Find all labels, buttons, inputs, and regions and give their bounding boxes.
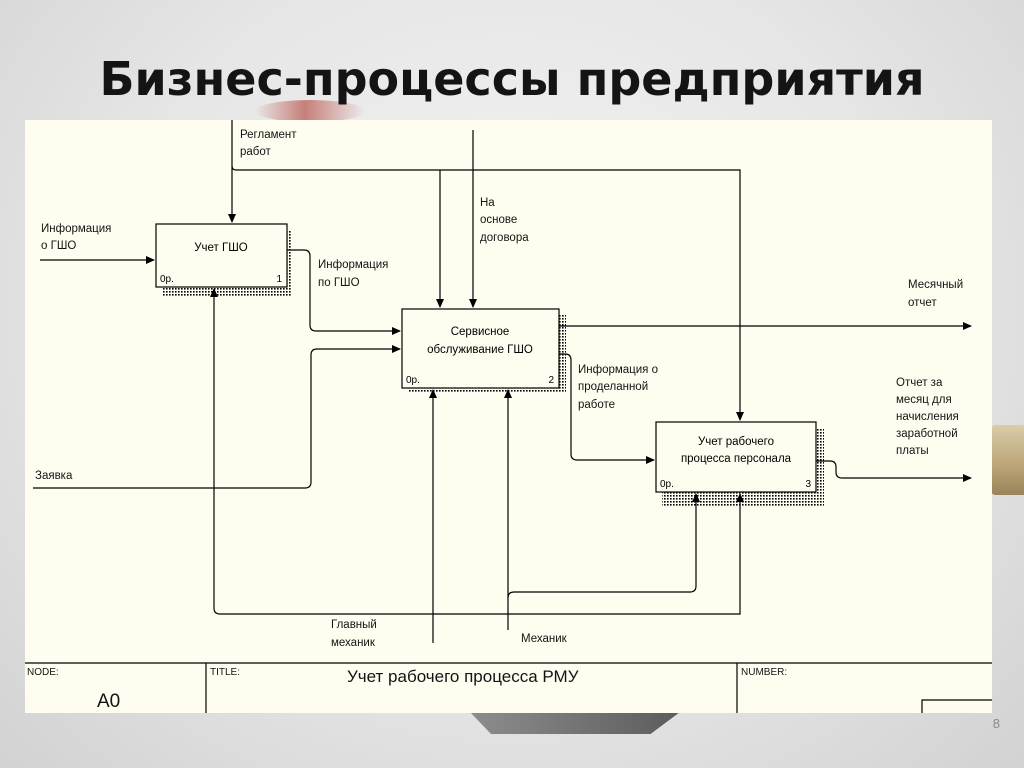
frame-number-label: NUMBER: xyxy=(741,667,787,678)
page-number: 8 xyxy=(992,716,1000,731)
label-salary-report: месяц для xyxy=(896,394,952,406)
box-label: Сервисное xyxy=(451,326,510,338)
label-chief-mechanic: Главный xyxy=(331,619,377,631)
box-service-gsho: Сервисное обслуживание ГШО 0р. 2 xyxy=(401,308,560,389)
box-number: 3 xyxy=(805,479,811,490)
box-label: Учет ГШО xyxy=(194,242,248,254)
box-uchet-gsho: Учет ГШО 0р. 1 xyxy=(155,223,288,288)
label-salary-report: платы xyxy=(896,445,929,457)
label-monthly: Месячный xyxy=(908,279,963,291)
label-work-info: работе xyxy=(578,399,615,411)
frame-node-value: A0 xyxy=(97,691,120,712)
box-number: 2 xyxy=(548,375,554,386)
decorative-red-shape xyxy=(255,100,365,122)
label-work-info: Информация о xyxy=(578,364,658,376)
frame-title-value: Учет рабочего процесса РМУ xyxy=(347,667,579,686)
label-request: Заявка xyxy=(35,470,73,482)
box-node: 0р. xyxy=(160,274,174,285)
label-salary-report: заработной xyxy=(896,428,958,440)
label-reglament: Регламент xyxy=(240,129,297,141)
decorative-object xyxy=(990,425,1024,495)
box-label: обслуживание ГШО xyxy=(427,344,533,356)
box-label: Учет рабочего xyxy=(698,436,774,448)
decorative-base xyxy=(470,712,680,734)
label-info-in: о ГШО xyxy=(41,240,76,252)
frame-title-label: TITLE: xyxy=(210,667,240,678)
box-number: 1 xyxy=(276,274,282,285)
label-work-info: проделанной xyxy=(578,381,648,393)
label-monthly: отчет xyxy=(908,297,937,309)
arrow-heads xyxy=(146,214,972,502)
label-salary-report: начисления xyxy=(896,411,959,423)
box-label: процесса персонала xyxy=(681,453,792,465)
diagram-canvas: Учет ГШО 0р. 1 Сервисное обслуживание ГШ… xyxy=(25,120,992,713)
label-reglament: работ xyxy=(240,146,272,158)
label-dogovor: договора xyxy=(480,232,529,244)
label-info-out: Информация xyxy=(318,259,388,271)
label-dogovor: На xyxy=(480,197,495,209)
label-info-out: по ГШО xyxy=(318,277,360,289)
label-dogovor: основе xyxy=(480,214,517,226)
box-node: 0р. xyxy=(660,479,674,490)
arrow-labels: Регламент работ На основе договора Инфор… xyxy=(35,129,963,649)
idef0-diagram: Учет ГШО 0р. 1 Сервисное обслуживание ГШ… xyxy=(25,120,992,713)
arrow-lines xyxy=(25,120,992,713)
label-info-in: Информация xyxy=(41,223,111,235)
slide-title: Бизнес-процессы предприятия xyxy=(99,52,925,106)
box-uchet-personal: Учет рабочего процесса персонала 0р. 3 xyxy=(655,421,817,493)
box-node: 0р. xyxy=(406,375,420,386)
diagram-frame: NODE: A0 TITLE: Учет рабочего процесса Р… xyxy=(27,667,787,712)
label-chief-mechanic: механик xyxy=(331,637,376,649)
label-mechanic: Механик xyxy=(521,633,568,645)
frame-node-label: NODE: xyxy=(27,667,59,678)
label-salary-report: Отчет за xyxy=(896,377,943,389)
